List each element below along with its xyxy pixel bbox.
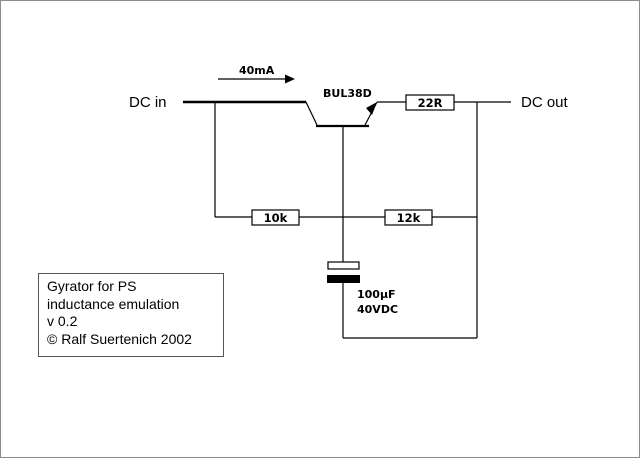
info-line-version: v 0.2 [47, 313, 78, 329]
resistor-22r-label: 22R [418, 96, 443, 110]
resistor-12k-label: 12k [397, 211, 421, 225]
resistor-10k [251, 209, 300, 226]
current-label: 40mA [239, 64, 275, 77]
resistor-10k-label: 10k [264, 211, 288, 225]
transistor-label: BUL38D [323, 87, 372, 100]
capacitor-plate-negative [327, 275, 360, 283]
dc-out-label: DC out [521, 94, 569, 111]
current-arrow-icon [285, 74, 295, 84]
capacitor-voltage-label: 40VDC [357, 303, 398, 316]
capacitor-plate-positive [327, 261, 360, 270]
info-line-subtitle: inductance emulation [47, 295, 180, 312]
resistor-12k [384, 209, 433, 226]
info-box: Gyrator for PS inductance emulation v 0.… [38, 273, 224, 357]
collector-lead [305, 101, 318, 126]
info-line-copyright: © Ralf Suertenich 2002 [47, 330, 192, 347]
capacitor-value-label: 100µF [357, 288, 396, 301]
dc-in-label: DC in [129, 94, 167, 111]
info-line-title: Gyrator for PS [47, 278, 137, 294]
resistor-22r [405, 94, 455, 111]
emitter-arrow-icon [366, 102, 377, 115]
